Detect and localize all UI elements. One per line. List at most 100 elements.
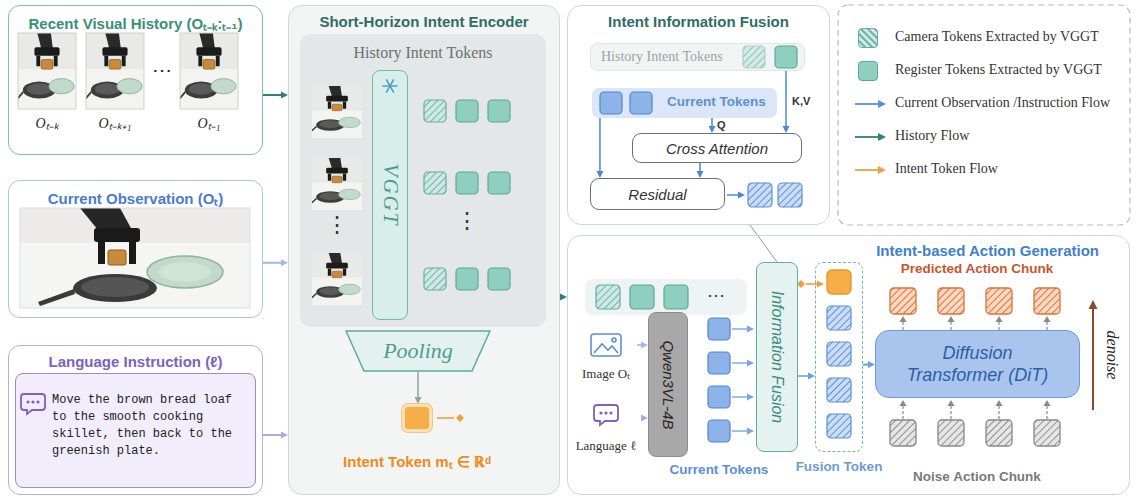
arrowhead (868, 361, 875, 368)
panel: Recent Visual History (Oₜ₋ₖ:ₜ₋₁) (8, 5, 263, 155)
dit-arrow (1046, 406, 1047, 419)
dit-arrow (902, 321, 903, 330)
current-token (600, 92, 622, 114)
dit-arrow (900, 316, 907, 322)
arrowhead (641, 342, 648, 349)
intent-token: Intent Token mₜ ∈ ℝᵈ (402, 404, 432, 432)
snowflake-icon (387, 80, 394, 92)
encoder-block: VGGT (372, 70, 408, 320)
fusion-history-token (743, 46, 797, 68)
fusion-token (827, 270, 851, 294)
dit-arrow (948, 316, 955, 322)
current-token-column (708, 318, 730, 340)
noise-token (986, 420, 1012, 446)
connector (798, 373, 815, 380)
node-text: Current Tokens (667, 94, 766, 109)
node-text: History Intent Tokens (601, 49, 723, 65)
arrowhead (560, 294, 567, 301)
connector-line (417, 372, 419, 397)
fusion-token (827, 342, 851, 366)
dit-arrow (1046, 321, 1047, 330)
legend-line-sample (878, 166, 886, 174)
panel-fill (372, 70, 408, 320)
connector (750, 225, 777, 262)
panel-fill (15, 5, 805, 495)
image-icon (612, 338, 616, 342)
token-arrow (747, 326, 754, 333)
instruction-box: Move the brown bread loaf to the smooth … (15, 373, 256, 488)
node-text: Current Observation (Oₜ) (9, 188, 262, 208)
arrowhead (808, 373, 815, 380)
arrowhead (281, 92, 288, 99)
chat-dots (31, 400, 34, 403)
fusion-token (827, 378, 851, 402)
vggt-token (424, 268, 446, 290)
legend-text: Current Observation /Instruction Flow (895, 95, 1110, 111)
intent-flow-arrow (456, 414, 464, 422)
legend-line-sample (855, 169, 879, 171)
icon-node: Language ℓ (568, 402, 644, 454)
intent-flow-arrow (437, 417, 454, 419)
intent-flow-arrow (817, 281, 824, 288)
encoder-photo (312, 86, 362, 138)
denoise-arrow (1089, 300, 1098, 410)
connector (641, 415, 648, 422)
node-text: Intent Information Fusion (568, 13, 829, 30)
node-text: Pooling (383, 338, 453, 364)
arrowhead (697, 171, 704, 178)
vggt-token (424, 172, 446, 194)
label: ⋮ (456, 210, 478, 232)
label: ⋯ (152, 58, 172, 82)
connector (263, 259, 288, 266)
connector-line (637, 344, 641, 346)
legend-line-sample (855, 100, 886, 174)
residual-output (738, 192, 745, 199)
label: ⋮ (326, 214, 348, 236)
label: Oₜ₋₁ (198, 113, 221, 132)
node-text: Intent-based Action Generation (876, 242, 1099, 259)
current-token-column (708, 318, 730, 442)
legend-line-sample (878, 100, 886, 108)
chat-dots (604, 411, 607, 414)
panel-fill (590, 43, 805, 71)
connector-line (863, 364, 868, 366)
label: denoise (1103, 331, 1121, 380)
history-photo (18, 33, 76, 109)
predicted-token (890, 288, 1060, 314)
denoise-arrow (1092, 308, 1094, 410)
node-text: VGGT (378, 164, 403, 227)
token-box: History Intent Tokens (590, 43, 805, 71)
fusion-token (827, 306, 851, 330)
label: Oₜ₋ₖ (35, 113, 58, 132)
dit-arrow (996, 400, 1003, 406)
connector-line (699, 163, 701, 171)
history-photo (18, 33, 76, 109)
history-photo (86, 33, 144, 109)
current-photo (20, 208, 250, 308)
vggt-token (424, 100, 446, 122)
snowflake-icon (383, 80, 397, 92)
chat-dots (26, 400, 29, 403)
chat-icon (21, 394, 45, 414)
connector (560, 294, 567, 301)
image-icon (591, 334, 621, 356)
dit-box: Diffusion Transformer (DiT) (875, 330, 1080, 398)
legend-swatch (858, 28, 878, 48)
node-text: Qwen3VL-4B (660, 340, 677, 429)
node-text: Information Fusion (768, 291, 786, 424)
pooling-trapezoid: Pooling (345, 330, 491, 372)
connector (415, 372, 422, 404)
connector (863, 361, 875, 368)
image-icon (594, 344, 618, 353)
node-text: Image Oₜ (575, 364, 637, 382)
panel-fill (300, 34, 546, 327)
arrowhead (641, 415, 648, 422)
connector-line (711, 118, 713, 126)
connector (263, 92, 288, 99)
noise-token (890, 420, 1060, 446)
connector (708, 118, 715, 133)
history-token-row (630, 285, 654, 309)
process-box: Residual (590, 178, 725, 210)
